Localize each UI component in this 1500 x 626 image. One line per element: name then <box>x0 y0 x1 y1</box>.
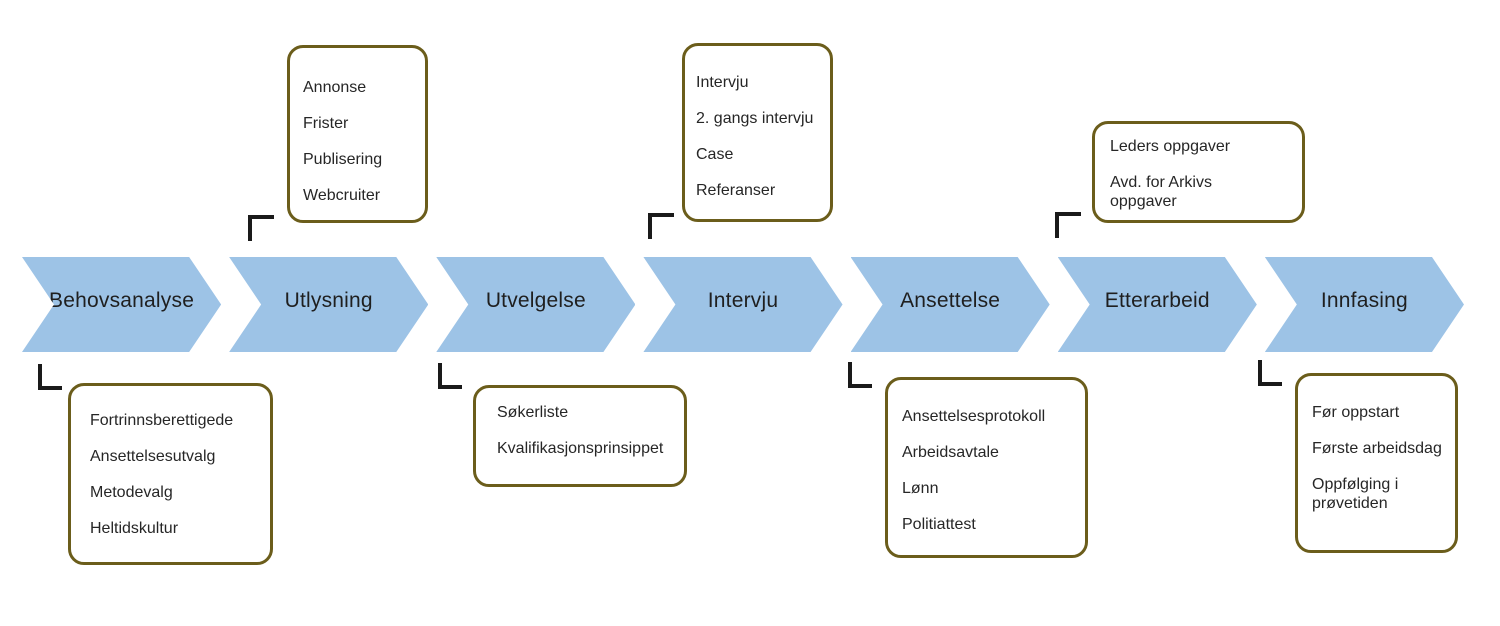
connector-bracket-utlysning <box>248 215 274 241</box>
callout-item: Politiattest <box>902 516 976 533</box>
chevron-band: Behovsanalyse Utlysning Utvelgelse Inter… <box>22 257 1464 352</box>
callout-item: Publisering <box>303 151 383 168</box>
callout-item: Leders oppgaver <box>1110 138 1231 155</box>
callout-item: Oppfølging i prøvetiden <box>1312 476 1399 512</box>
chevron-stage-utlysning: Utlysning <box>229 257 428 352</box>
chevron-stage-innfasing: Innfasing <box>1265 257 1464 352</box>
connector-bracket-intervju <box>648 213 674 239</box>
callout-item: Ansettelsesutvalg <box>90 448 216 465</box>
callout-utlysning: Annonse Frister Publisering Webcruiter <box>287 45 428 223</box>
callout-item: Fortrinnsberettigede <box>90 412 234 429</box>
callout-item: Lønn <box>902 480 939 497</box>
callout-item: Frister <box>303 115 349 132</box>
callout-item: Arbeidsavtale <box>902 444 999 461</box>
chevron-stage-ansettelse: Ansettelse <box>851 257 1050 352</box>
callout-intervju: Intervju 2. gangs intervju Case Referans… <box>682 43 833 222</box>
callout-ansettelse: Ansettelsesprotokoll Arbeidsavtale Lønn … <box>885 377 1088 558</box>
callout-item: Ansettelsesprotokoll <box>902 408 1046 425</box>
callout-item: Kvalifikasjonsprinsippet <box>497 440 664 457</box>
callout-item: Case <box>696 146 734 163</box>
chevron-stage-behovsanalyse: Behovsanalyse <box>22 257 221 352</box>
callout-utvelgelse: Søkerliste Kvalifikasjonsprinsippet <box>473 385 687 487</box>
connector-bracket-etterarbeid <box>1055 212 1081 238</box>
chevron-stage-utvelgelse: Utvelgelse <box>436 257 635 352</box>
callout-item: Søkerliste <box>497 404 569 421</box>
callout-item: 2. gangs intervju <box>696 110 814 127</box>
callout-item: Webcruiter <box>303 187 381 204</box>
callout-item: Første arbeidsdag <box>1312 440 1442 457</box>
connector-bracket-innfasing <box>1258 360 1282 386</box>
callout-item: Metodevalg <box>90 484 173 501</box>
connector-bracket-behovsanalyse <box>38 364 62 390</box>
callout-item: Før oppstart <box>1312 404 1400 421</box>
callout-innfasing: Før oppstart Første arbeidsdag Oppfølgin… <box>1295 373 1458 553</box>
callout-item: Avd. for Arkivs oppgaver <box>1110 174 1212 210</box>
callout-item: Heltidskultur <box>90 520 179 537</box>
callout-etterarbeid: Leders oppgaver Avd. for Arkivs oppgaver <box>1092 121 1305 223</box>
chevron-stage-intervju: Intervju <box>643 257 842 352</box>
connector-bracket-ansettelse <box>848 362 872 388</box>
callout-behovsanalyse: Fortrinnsberettigede Ansettelsesutvalg M… <box>68 383 273 565</box>
connector-bracket-utvelgelse <box>438 363 462 389</box>
chevron-stage-etterarbeid: Etterarbeid <box>1058 257 1257 352</box>
callout-item: Intervju <box>696 74 749 91</box>
callout-item: Annonse <box>303 79 367 96</box>
callout-item: Referanser <box>696 182 776 199</box>
